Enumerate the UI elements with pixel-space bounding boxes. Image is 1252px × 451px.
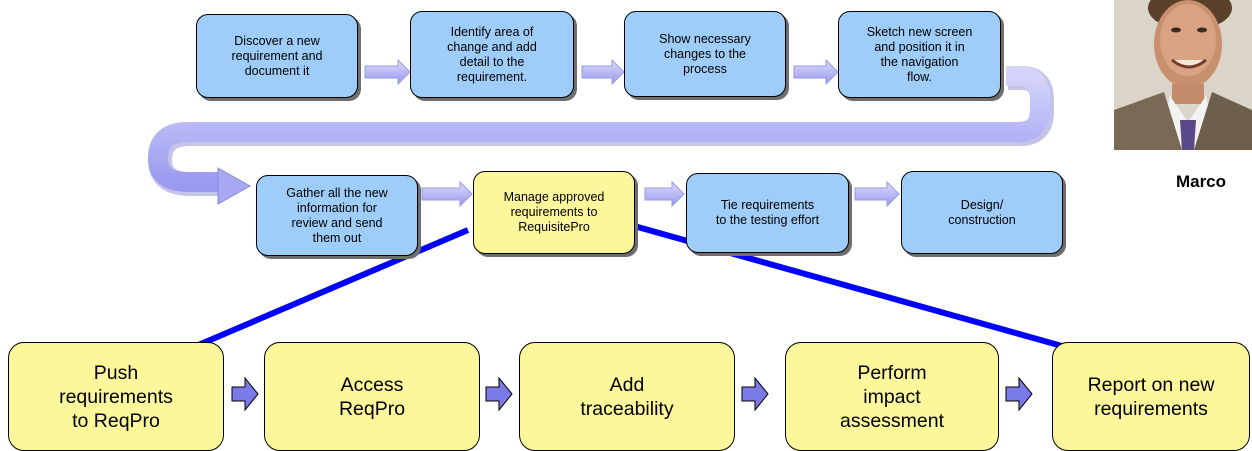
person-photo — [1114, 0, 1252, 150]
substep-push-requirements: Push requirements to ReqPro — [8, 342, 224, 451]
step-manage-requirements: Manage approved requirements to Requisit… — [473, 171, 635, 254]
step-identify-change: Identify area of change and add detail t… — [410, 11, 574, 98]
arrow-gather-to-manage — [421, 180, 473, 208]
step-gather-label: Gather all the new information for revie… — [286, 185, 388, 245]
substep-access-label: Access ReqPro — [338, 373, 406, 420]
substep-impact-label: Perform impact assessment — [839, 361, 945, 432]
step-discover-requirement: Discover a new requirement and document … — [196, 14, 358, 98]
substep-push-label: Push requirements to ReqPro — [59, 361, 173, 432]
substep-trace-label: Add traceability — [580, 373, 674, 420]
arrow-impact-to-report — [1005, 376, 1033, 412]
person-name: Marco — [1175, 172, 1227, 191]
substep-report-requirements: Report on new requirements — [1052, 342, 1250, 451]
step-show-changes: Show necessary changes to the process — [624, 11, 786, 97]
step-discover-label: Discover a new requirement and document … — [231, 33, 323, 78]
substep-access-reqpro: Access ReqPro — [264, 342, 480, 451]
arrow-access-to-trace — [485, 376, 513, 412]
arrow-trace-to-impact — [741, 376, 769, 412]
step-sketch-screen: Sketch new screen and position it in the… — [838, 11, 1001, 98]
step-sketch-label: Sketch new screen and position it in the… — [866, 24, 973, 84]
arrow-discover-to-identify — [364, 58, 411, 86]
step-tie-label: Tie requirements to the testing effort — [715, 198, 820, 227]
step-gather-information: Gather all the new information for revie… — [256, 175, 418, 256]
arrow-show-to-sketch — [793, 58, 839, 86]
step-tie-requirements: Tie requirements to the testing effort — [686, 173, 849, 253]
arrow-manage-to-tie — [644, 180, 685, 208]
step-manage-label: Manage approved requirements to Requisit… — [503, 190, 605, 234]
step-design-construction: Design/ construction — [901, 171, 1063, 254]
substep-impact-assessment: Perform impact assessment — [785, 342, 999, 451]
step-identify-label: Identify area of change and add detail t… — [447, 24, 537, 84]
arrow-push-to-access — [231, 376, 259, 412]
expansion-line-left — [194, 227, 470, 349]
substep-report-label: Report on new requirements — [1087, 373, 1215, 420]
arrow-identify-to-show — [581, 58, 625, 86]
substep-add-traceability: Add traceability — [519, 342, 735, 451]
step-design-label: Design/ construction — [948, 197, 1016, 227]
step-show-label: Show necessary changes to the process — [659, 31, 751, 76]
return-flow-arrow — [148, 66, 1054, 205]
arrow-tie-to-design — [854, 180, 900, 208]
